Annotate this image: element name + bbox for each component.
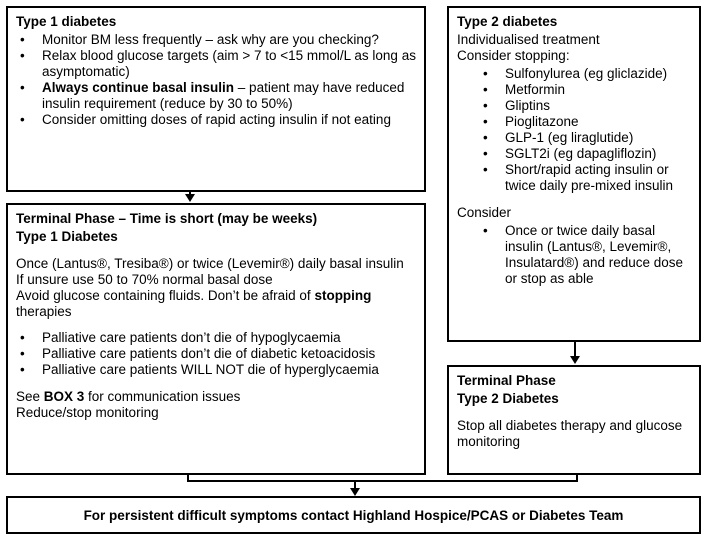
box-type-1-diabetes: Type 1 diabetes Monitor BM less frequent… — [6, 6, 426, 192]
list-item: Short/rapid acting insulin or twice dail… — [479, 162, 691, 194]
list-item: Always continue basal insulin – patient … — [16, 80, 416, 112]
list-item: Metformin — [479, 82, 691, 98]
list-item: Palliative care patients don’t die of hy… — [16, 330, 416, 346]
list-item: GLP-1 (eg liraglutide) — [479, 130, 691, 146]
list-item: Sulfonylurea (eg gliclazide) — [479, 66, 691, 82]
list-item: Once or twice daily basal insulin (Lantu… — [479, 223, 691, 287]
list-item: Consider omitting doses of rapid acting … — [16, 112, 416, 128]
box-type-2-diabetes-heading: Type 2 diabetes — [457, 14, 558, 29]
type-2-consider-bullet-list: Once or twice daily basal insulin (Lantu… — [479, 223, 691, 287]
connector-merge-to-footer-line — [354, 480, 356, 494]
list-item-text: – patient may have reduced insulin requi… — [42, 80, 405, 111]
terminal-1-para-unsure-dose: If unsure use 50 to 70% normal basal dos… — [16, 272, 273, 287]
terminal-1-para-basal-insulin: Once (Lantus®, Tresiba®) or twice (Levem… — [16, 256, 404, 271]
box-terminal-phase-type-2: Terminal Phase Type 2 Diabetes Stop all … — [447, 365, 701, 475]
connector-type2-to-terminal2-line — [574, 342, 576, 358]
terminal-1-reduce-stop-monitoring: Reduce/stop monitoring — [16, 405, 159, 420]
list-item: SGLT2i (eg dapagliflozin) — [479, 146, 691, 162]
footer-contact-text: For persistent difficult symptoms contac… — [83, 507, 624, 523]
box-terminal-phase-type-2-heading-line-1: Terminal Phase — [457, 373, 556, 388]
list-item: Relax blood glucose targets (aim > 7 to … — [16, 48, 416, 80]
type-2-line-consider-stopping: Consider stopping: — [457, 48, 570, 63]
connector-terminal1-stub — [187, 475, 189, 482]
box-footer-contact: For persistent difficult symptoms contac… — [6, 496, 701, 534]
type-1-bullet-list: Monitor BM less frequently – ask why are… — [16, 32, 416, 128]
box-terminal-phase-type-1-heading-line-1: Terminal Phase – Time is short (may be w… — [16, 211, 318, 226]
arrow-down-icon — [570, 356, 580, 364]
box-terminal-phase-type-1: Terminal Phase – Time is short (may be w… — [6, 203, 426, 475]
terminal-1-see-box-3: See BOX 3 for communication issues — [16, 389, 416, 405]
terminal-1-para-avoid-glucose: Avoid glucose containing fluids. Don’t b… — [16, 288, 416, 320]
list-item: Gliptins — [479, 98, 691, 114]
box-terminal-phase-type-2-heading-line-2: Type 2 Diabetes — [457, 391, 559, 406]
type-2-stop-bullet-list: Sulfonylurea (eg gliclazide) Metformin G… — [479, 66, 691, 194]
list-item: Monitor BM less frequently – ask why are… — [16, 32, 416, 48]
terminal-2-para-stop-therapy: Stop all diabetes therapy and glucose mo… — [457, 418, 683, 449]
connector-terminal2-stub — [576, 475, 578, 482]
arrow-down-icon — [350, 488, 360, 496]
list-item-bold-lead: Always continue basal insulin — [42, 80, 235, 95]
terminal-1-bullet-list: Palliative care patients don’t die of hy… — [16, 330, 416, 378]
list-item: Palliative care patients WILL NOT die of… — [16, 362, 416, 378]
terminal-1-para-avoid-glucose-post: therapies — [16, 304, 72, 319]
terminal-1-see-box-3-post: for communication issues — [84, 389, 241, 404]
box-type-1-diabetes-heading: Type 1 diabetes — [16, 14, 117, 29]
arrow-down-icon — [185, 194, 195, 202]
type-2-consider-label: Consider — [457, 205, 512, 220]
box-terminal-phase-type-1-heading-line-2: Type 1 Diabetes — [16, 229, 118, 244]
terminal-1-para-avoid-glucose-bold: stopping — [314, 288, 372, 303]
type-2-line-individualised: Individualised treatment — [457, 32, 600, 47]
connector-merge-bus — [187, 480, 578, 482]
list-item: Pioglitazone — [479, 114, 691, 130]
terminal-1-see-box-3-bold: BOX 3 — [43, 389, 85, 404]
terminal-1-para-avoid-glucose-pre: Avoid glucose containing fluids. Don’t b… — [16, 288, 315, 303]
box-type-2-diabetes: Type 2 diabetes Individualised treatment… — [447, 6, 701, 342]
terminal-1-see-box-3-pre: See — [16, 389, 44, 404]
list-item: Palliative care patients don’t die of di… — [16, 346, 416, 362]
